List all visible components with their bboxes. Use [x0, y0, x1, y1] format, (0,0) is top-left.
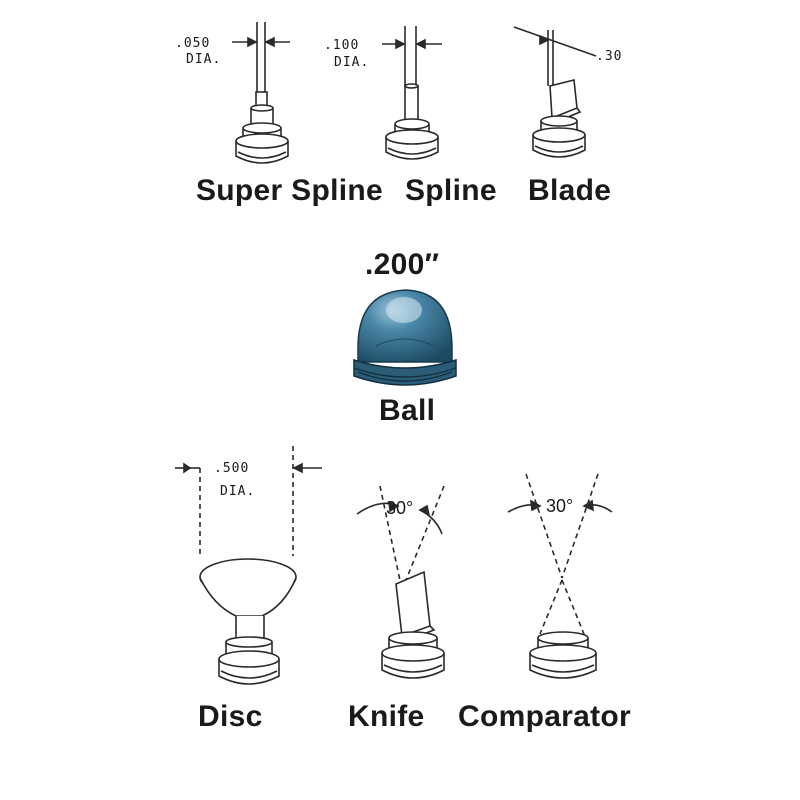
super-spline-diameter-value: .050 — [175, 36, 210, 51]
ball-label: Ball — [379, 394, 436, 427]
spline-label: Spline — [405, 174, 497, 207]
comparator-tip — [507, 473, 613, 679]
knife-angle-value: 30° — [386, 498, 413, 518]
comparator-label: Comparator — [458, 700, 632, 733]
disc-tip — [175, 446, 322, 685]
ball-tip — [353, 289, 457, 386]
spline-diameter-unit: DIA. — [334, 55, 369, 70]
spline-tip — [382, 26, 442, 160]
disc-diameter-value: .500 — [214, 461, 249, 476]
super-spline-tip — [232, 22, 290, 164]
super-spline-diameter-unit: DIA. — [186, 52, 221, 67]
ball-size-label: .200″ — [365, 248, 440, 281]
knife-tip — [356, 485, 445, 679]
disc-label: Disc — [198, 700, 263, 733]
disc-diameter-unit: DIA. — [220, 484, 255, 499]
blade-label: Blade — [528, 174, 612, 207]
blade-tip — [513, 26, 597, 158]
comparator-angle-value: 30° — [546, 496, 573, 516]
blade-width-value: .30 — [596, 49, 622, 64]
spline-diameter-value: .100 — [324, 38, 359, 53]
super-spline-label: Super Spline — [196, 174, 383, 207]
knife-label: Knife — [348, 700, 425, 733]
